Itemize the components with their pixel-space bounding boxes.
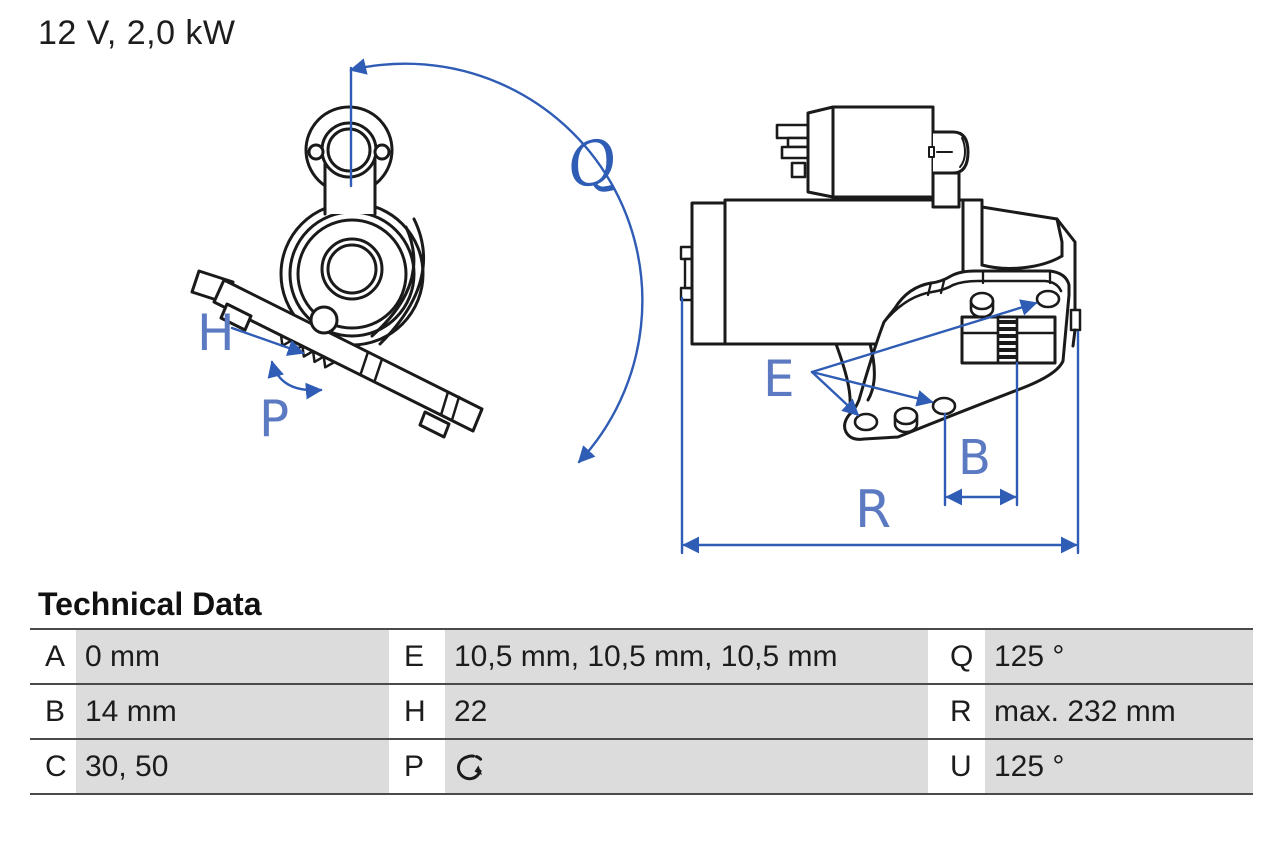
param-value xyxy=(445,740,928,793)
table-row: A 0 mm E 10,5 mm, 10,5 mm, 10,5 mm Q 125… xyxy=(30,628,1253,683)
param-value: 125 ° xyxy=(985,740,1253,793)
param-key: Q xyxy=(928,630,985,683)
param-value: 14 mm xyxy=(76,685,389,738)
param-value: 30, 50 xyxy=(76,740,389,793)
p-pivot-arrow xyxy=(267,360,323,400)
technical-data-title: Technical Data xyxy=(38,586,262,622)
side-view-drawing: E B R xyxy=(679,105,1082,555)
rotation-clockwise-icon xyxy=(457,753,483,780)
param-key: P xyxy=(389,740,445,793)
e-leader-lines xyxy=(810,299,1038,417)
h-arrow xyxy=(230,326,305,356)
table-row: B 14 mm H 22 R max. 232 mm xyxy=(30,683,1253,738)
r-label: R xyxy=(855,480,891,540)
front-view-drawing: Q H P xyxy=(190,58,644,464)
param-key: E xyxy=(389,630,445,683)
technical-data-table: A 0 mm E 10,5 mm, 10,5 mm, 10,5 mm Q 125… xyxy=(30,628,1253,795)
b-label: B xyxy=(958,430,991,486)
e-label: E xyxy=(763,350,795,408)
param-value: max. 232 mm xyxy=(985,685,1253,738)
param-key: A xyxy=(30,630,76,683)
param-key: C xyxy=(30,740,76,793)
param-value: 0 mm xyxy=(76,630,389,683)
q-angle-arc xyxy=(349,58,644,464)
table-row: C 30, 50 P U 125 ° xyxy=(30,738,1253,793)
page-title: 12 V, 2,0 kW xyxy=(38,14,236,52)
q-label: Q xyxy=(560,125,623,204)
h-label: H xyxy=(197,304,235,362)
starter-side-outline xyxy=(679,105,1082,441)
param-value: 10,5 mm, 10,5 mm, 10,5 mm xyxy=(445,630,928,683)
param-key: U xyxy=(928,740,985,793)
p-label: P xyxy=(259,390,289,448)
param-value: 22 xyxy=(445,685,928,738)
param-key: R xyxy=(928,685,985,738)
param-key: B xyxy=(30,685,76,738)
param-key: H xyxy=(389,685,445,738)
param-value: 125 ° xyxy=(985,630,1253,683)
starter-front-outline xyxy=(190,105,484,439)
